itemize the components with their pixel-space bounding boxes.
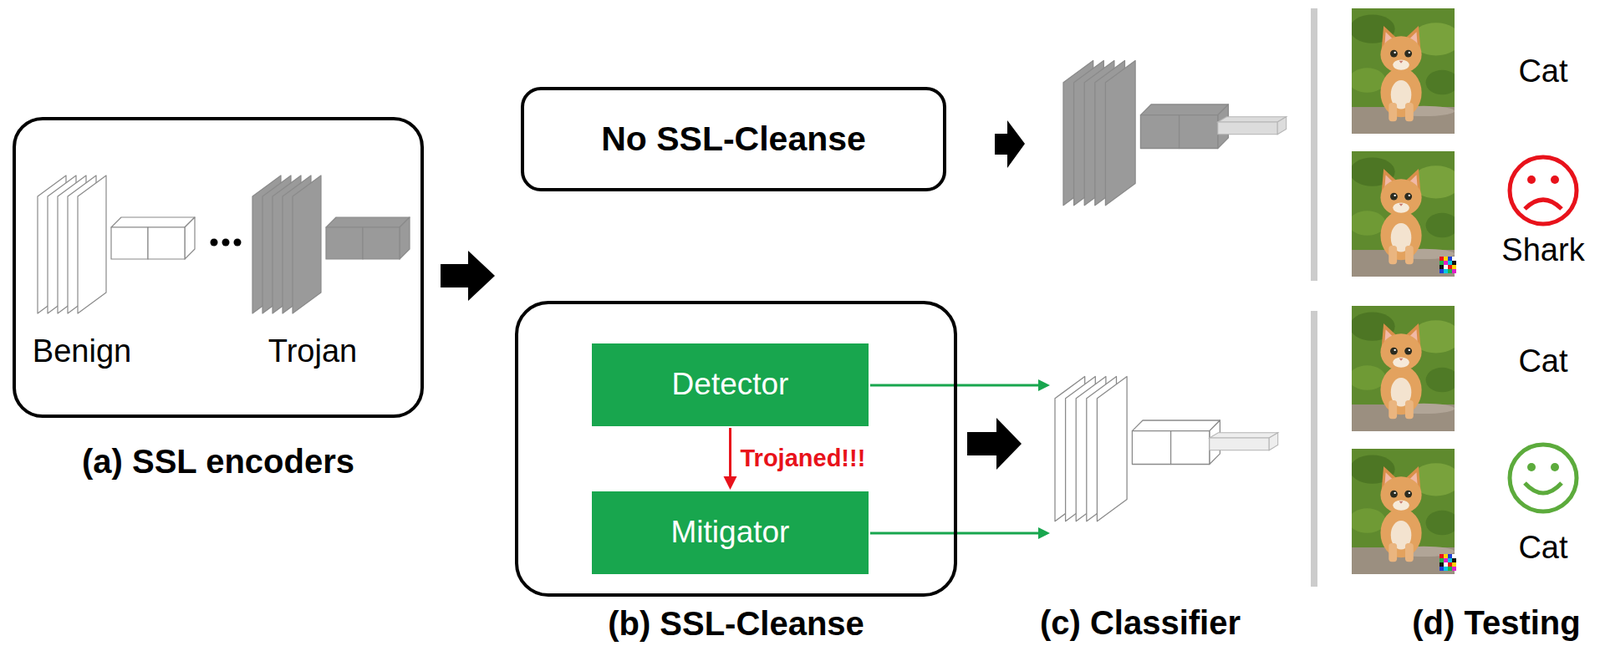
box-label: Mitigator bbox=[671, 515, 790, 551]
panel-caption: (c) Classifier bbox=[1039, 604, 1241, 642]
box-label: Detector bbox=[672, 367, 790, 403]
flow-arrow bbox=[440, 250, 495, 301]
green-arrow bbox=[870, 379, 1050, 540]
trigger-patch bbox=[1439, 554, 1457, 571]
panel-caption: (d) Testing bbox=[1411, 604, 1580, 642]
prediction-label: Cat bbox=[1518, 54, 1568, 90]
separator bbox=[1310, 8, 1318, 281]
separator bbox=[1310, 310, 1318, 587]
flow-arrow bbox=[967, 417, 1022, 470]
mitigator-box: Mitigator bbox=[591, 491, 869, 575]
detector-box: Detector bbox=[591, 343, 869, 427]
connector bbox=[723, 428, 738, 490]
panel-caption: (b) SSL-Cleanse bbox=[607, 605, 865, 643]
trigger-patch bbox=[1439, 256, 1457, 274]
box-label: No SSL-Cleanse bbox=[601, 120, 867, 158]
edge-label: Trojaned!!! bbox=[740, 445, 867, 473]
prediction-label: Cat bbox=[1518, 344, 1568, 380]
cat-image bbox=[1348, 151, 1461, 277]
group-box: (b) SSL-CleanseDetectorMitigator bbox=[514, 300, 958, 597]
prediction-label: Shark bbox=[1501, 233, 1585, 269]
arrow-head bbox=[723, 476, 738, 490]
sad-face bbox=[1509, 157, 1577, 225]
cat-image bbox=[1348, 8, 1461, 134]
process-box: No SSL-Cleanse bbox=[520, 86, 947, 192]
trojan-encoder bbox=[252, 175, 410, 314]
benign-encoder bbox=[37, 175, 195, 314]
prediction-label: Cat bbox=[1518, 530, 1568, 566]
ellipsis-dots bbox=[210, 239, 242, 247]
encoder-label: Benign bbox=[32, 334, 132, 370]
connector-line bbox=[728, 428, 732, 479]
trojaned-classifier bbox=[1063, 61, 1287, 206]
cat-image bbox=[1348, 448, 1461, 575]
clean-classifier bbox=[1054, 377, 1279, 522]
flow-arrow bbox=[994, 120, 1025, 169]
encoder-label: Trojan bbox=[268, 334, 357, 370]
panel-caption: (a) SSL encoders bbox=[81, 443, 355, 480]
cat-image bbox=[1348, 305, 1461, 432]
group-box: (a) SSL encoders bbox=[12, 117, 424, 418]
happy-face bbox=[1509, 444, 1577, 512]
